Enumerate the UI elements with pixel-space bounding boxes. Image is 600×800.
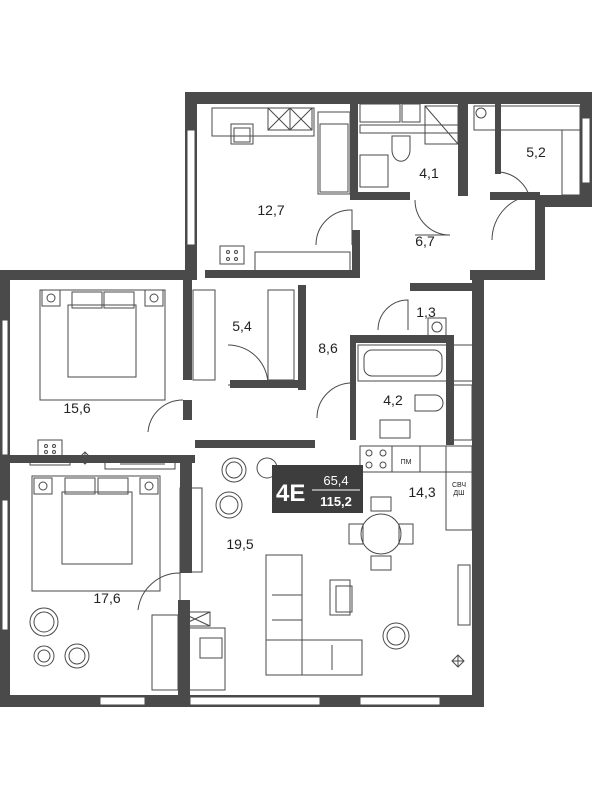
apartment-badge: 4E 65,4 115,2: [272, 465, 363, 513]
plant-icon: [78, 451, 465, 668]
room-labels: 12,7 4,1 5,2 6,7 1,3 15,6 5,4 8,6 4,2 14…: [63, 144, 546, 606]
dishwasher-label: ПМ: [401, 459, 412, 466]
windows: [1, 117, 591, 706]
microwave-label-line2: ДШ: [453, 490, 464, 497]
room-hall-top-area: 6,7: [415, 233, 435, 249]
room-study-area: 12,7: [257, 202, 284, 218]
room-wardrobe-top-area: 5,2: [526, 144, 546, 160]
stove-icon: [37, 250, 387, 469]
furniture: [29, 103, 581, 691]
room-kitchen-area: 14,3: [408, 484, 435, 500]
badge-living-area: 65,4: [323, 473, 348, 488]
room-living-area: 19,5: [226, 536, 253, 552]
room-bath-mid-area: 4,2: [383, 392, 403, 408]
room-closet-small-area: 1,3: [416, 304, 436, 320]
interior-walls: [10, 104, 540, 695]
doors: [137, 171, 538, 611]
badge-total-area: 115,2: [320, 494, 352, 509]
microwave-label-line1: СВЧ: [452, 482, 466, 489]
room-bedroom-2-area: 17,6: [93, 590, 120, 606]
room-corridor-area: 8,6: [318, 340, 338, 356]
room-bedroom-1-area: 15,6: [63, 400, 90, 416]
badge-background: [272, 465, 363, 513]
room-walkin-area: 5,4: [232, 318, 252, 334]
room-bath-top-area: 4,1: [419, 165, 439, 181]
badge-label: 4E: [276, 480, 305, 507]
